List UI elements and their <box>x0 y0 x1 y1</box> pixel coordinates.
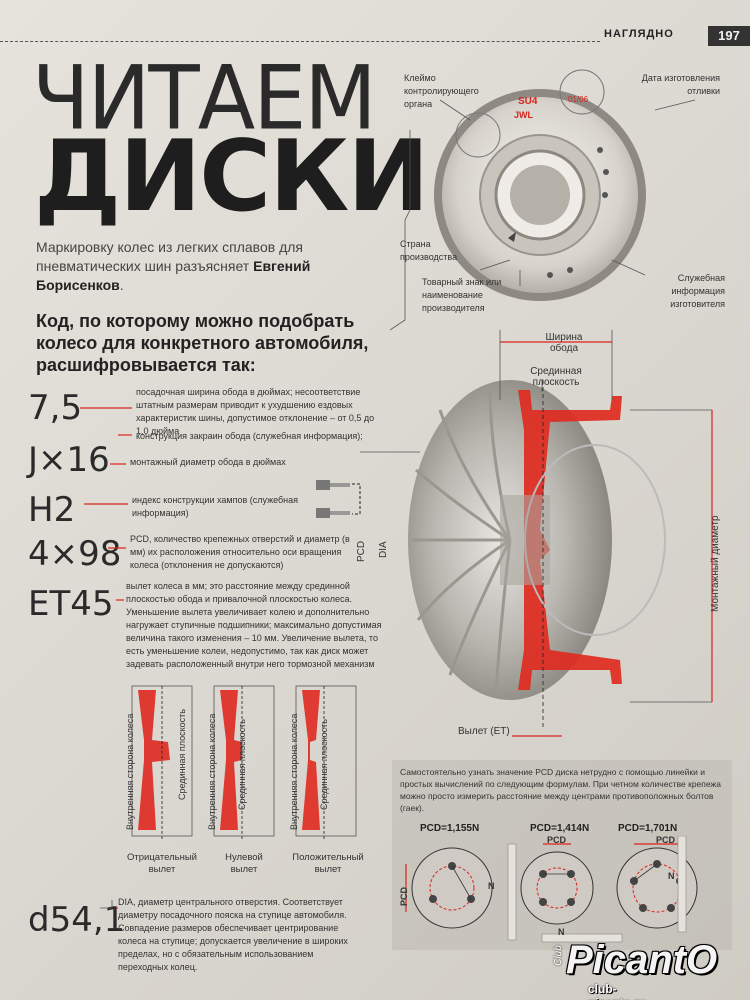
desc-7-5: посадочная ширина обода в дюймах; несоот… <box>136 387 375 436</box>
rim-width-label: Ширина обода <box>545 332 583 354</box>
ruler-1 <box>507 843 517 941</box>
pcd-wheel-4 <box>520 851 594 925</box>
title-line-1: ЧИТАЕМ <box>32 46 377 150</box>
top-wheel-center <box>510 165 570 225</box>
page-number: 197 <box>708 26 750 46</box>
logo-url: club-picanto.ru <box>588 982 646 1000</box>
zero-mid-label: Срединная плоскость <box>237 719 247 810</box>
neg-mid-label: Срединная плоскость <box>177 709 187 800</box>
marking-su: SU4 <box>518 96 538 107</box>
label-country: Страна производства <box>400 239 458 262</box>
top-wheel-dots <box>547 147 609 278</box>
trademark-logo-mark <box>508 232 516 242</box>
n-label-2: N <box>558 927 565 937</box>
positive-rim <box>302 690 320 830</box>
code-leaders <box>80 407 420 909</box>
ruler-2 <box>677 836 687 933</box>
marking-jwl: JWL <box>514 110 534 120</box>
logo-name: PicantO <box>566 938 718 982</box>
pcd-formula-2: PCD=1,414N <box>530 823 590 834</box>
n-label-3: N <box>668 871 675 881</box>
code-j16: J×16 <box>28 440 110 480</box>
code-et45: ET45 <box>28 584 114 624</box>
lead-author: Евгений Борисенков <box>36 258 311 293</box>
label-service: Служебная информация изготовителя <box>670 273 725 309</box>
lead-end: . <box>119 277 124 293</box>
ruler-3 <box>541 933 623 943</box>
header-rule <box>0 41 600 42</box>
top-wheel-leaders <box>390 99 696 331</box>
code-4x98: 4×98 <box>28 534 122 574</box>
logo-club: Club <box>552 945 564 966</box>
pcd-formula-3: PCD=1,701N <box>618 823 678 834</box>
pcd-label-big: PCD <box>356 540 367 562</box>
positive-offset-caption: Положительный вылет <box>292 852 364 875</box>
neg-inner-label: Внутренняя сторона колеса <box>125 713 135 830</box>
pcd-label-small-3: PCD <box>656 835 676 845</box>
offset-label: Вылет (ET) <box>458 726 510 737</box>
pcd-label-small-1: PCD <box>399 886 409 906</box>
code-h2: H2 <box>28 490 76 530</box>
zero-rim <box>220 690 242 830</box>
stamp-zoom-circle <box>455 112 501 158</box>
label-trademark: Товарный знак или наименование производи… <box>422 277 502 313</box>
hub <box>500 495 550 585</box>
negative-offset-caption: Отрицательный вылет <box>127 852 197 875</box>
date-zoom-circle <box>559 69 605 115</box>
big-wheel-illustration <box>408 330 713 737</box>
label-stamp: Клеймо контролирующего органа <box>404 73 479 109</box>
negative-rim <box>138 690 170 830</box>
lead-text: Маркировку колес из легких сплавов для п… <box>36 239 303 274</box>
n-label-1: N <box>488 881 495 891</box>
bolt-icons <box>316 480 361 518</box>
pcd-label-small-2: PCD <box>547 835 567 845</box>
mid-plane-label: Срединная плоскость <box>530 366 582 388</box>
offset-diagrams <box>131 685 357 840</box>
pos-inner-label: Внутренняя сторона колеса <box>289 713 299 830</box>
pcd-wheel-5 <box>616 847 698 929</box>
subhead: Код, по которому можно подобрать колесо … <box>36 311 369 375</box>
zero-inner-label: Внутренняя сторона колеса <box>207 713 217 830</box>
mount-diameter-label: Монтажный диаметр <box>710 515 721 612</box>
rim-cross-section <box>518 390 622 690</box>
desc-j16: монтажный диаметр обода в дюймах <box>130 457 286 467</box>
label-date: Дата изготовления отливки <box>641 73 720 96</box>
marking-date: 01/06 <box>568 95 589 104</box>
zero-offset-caption: Нулевой вылет <box>225 852 263 875</box>
desc-et45: вылет колеса в мм; это расстояние между … <box>126 581 382 669</box>
pcd-wheel-3 <box>411 847 493 929</box>
desc-d54: DIA, диаметр центрального отверстия. Соо… <box>118 897 348 972</box>
pcd-info-text: Самостоятельно узнать значение PCD диска… <box>400 767 721 813</box>
pos-mid-label: Срединная плоскость <box>319 719 329 810</box>
code-d54: d54,1 <box>28 900 126 940</box>
pcd-formula-1: PCD=1,155N <box>420 823 480 834</box>
top-wheel-illustration: SU4 JWL 01/06 <box>434 69 646 301</box>
desc-4x98: PCD, количество крепежных отверстий и ди… <box>130 534 350 570</box>
desc-j: конструкция закраин обода (служебная инф… <box>136 431 363 441</box>
title-line-2: ДИСКИ <box>34 120 429 234</box>
section-label: НАГЛЯДНО <box>604 28 674 40</box>
lead-paragraph: Маркировку колес из легких сплавов для п… <box>36 238 366 295</box>
pcd-diagrams <box>405 836 698 943</box>
desc-h2: индекс конструкции хампов (служебная инф… <box>132 495 299 518</box>
dia-label-big: DIA <box>378 541 389 558</box>
code-7-5: 7,5 <box>28 388 83 428</box>
